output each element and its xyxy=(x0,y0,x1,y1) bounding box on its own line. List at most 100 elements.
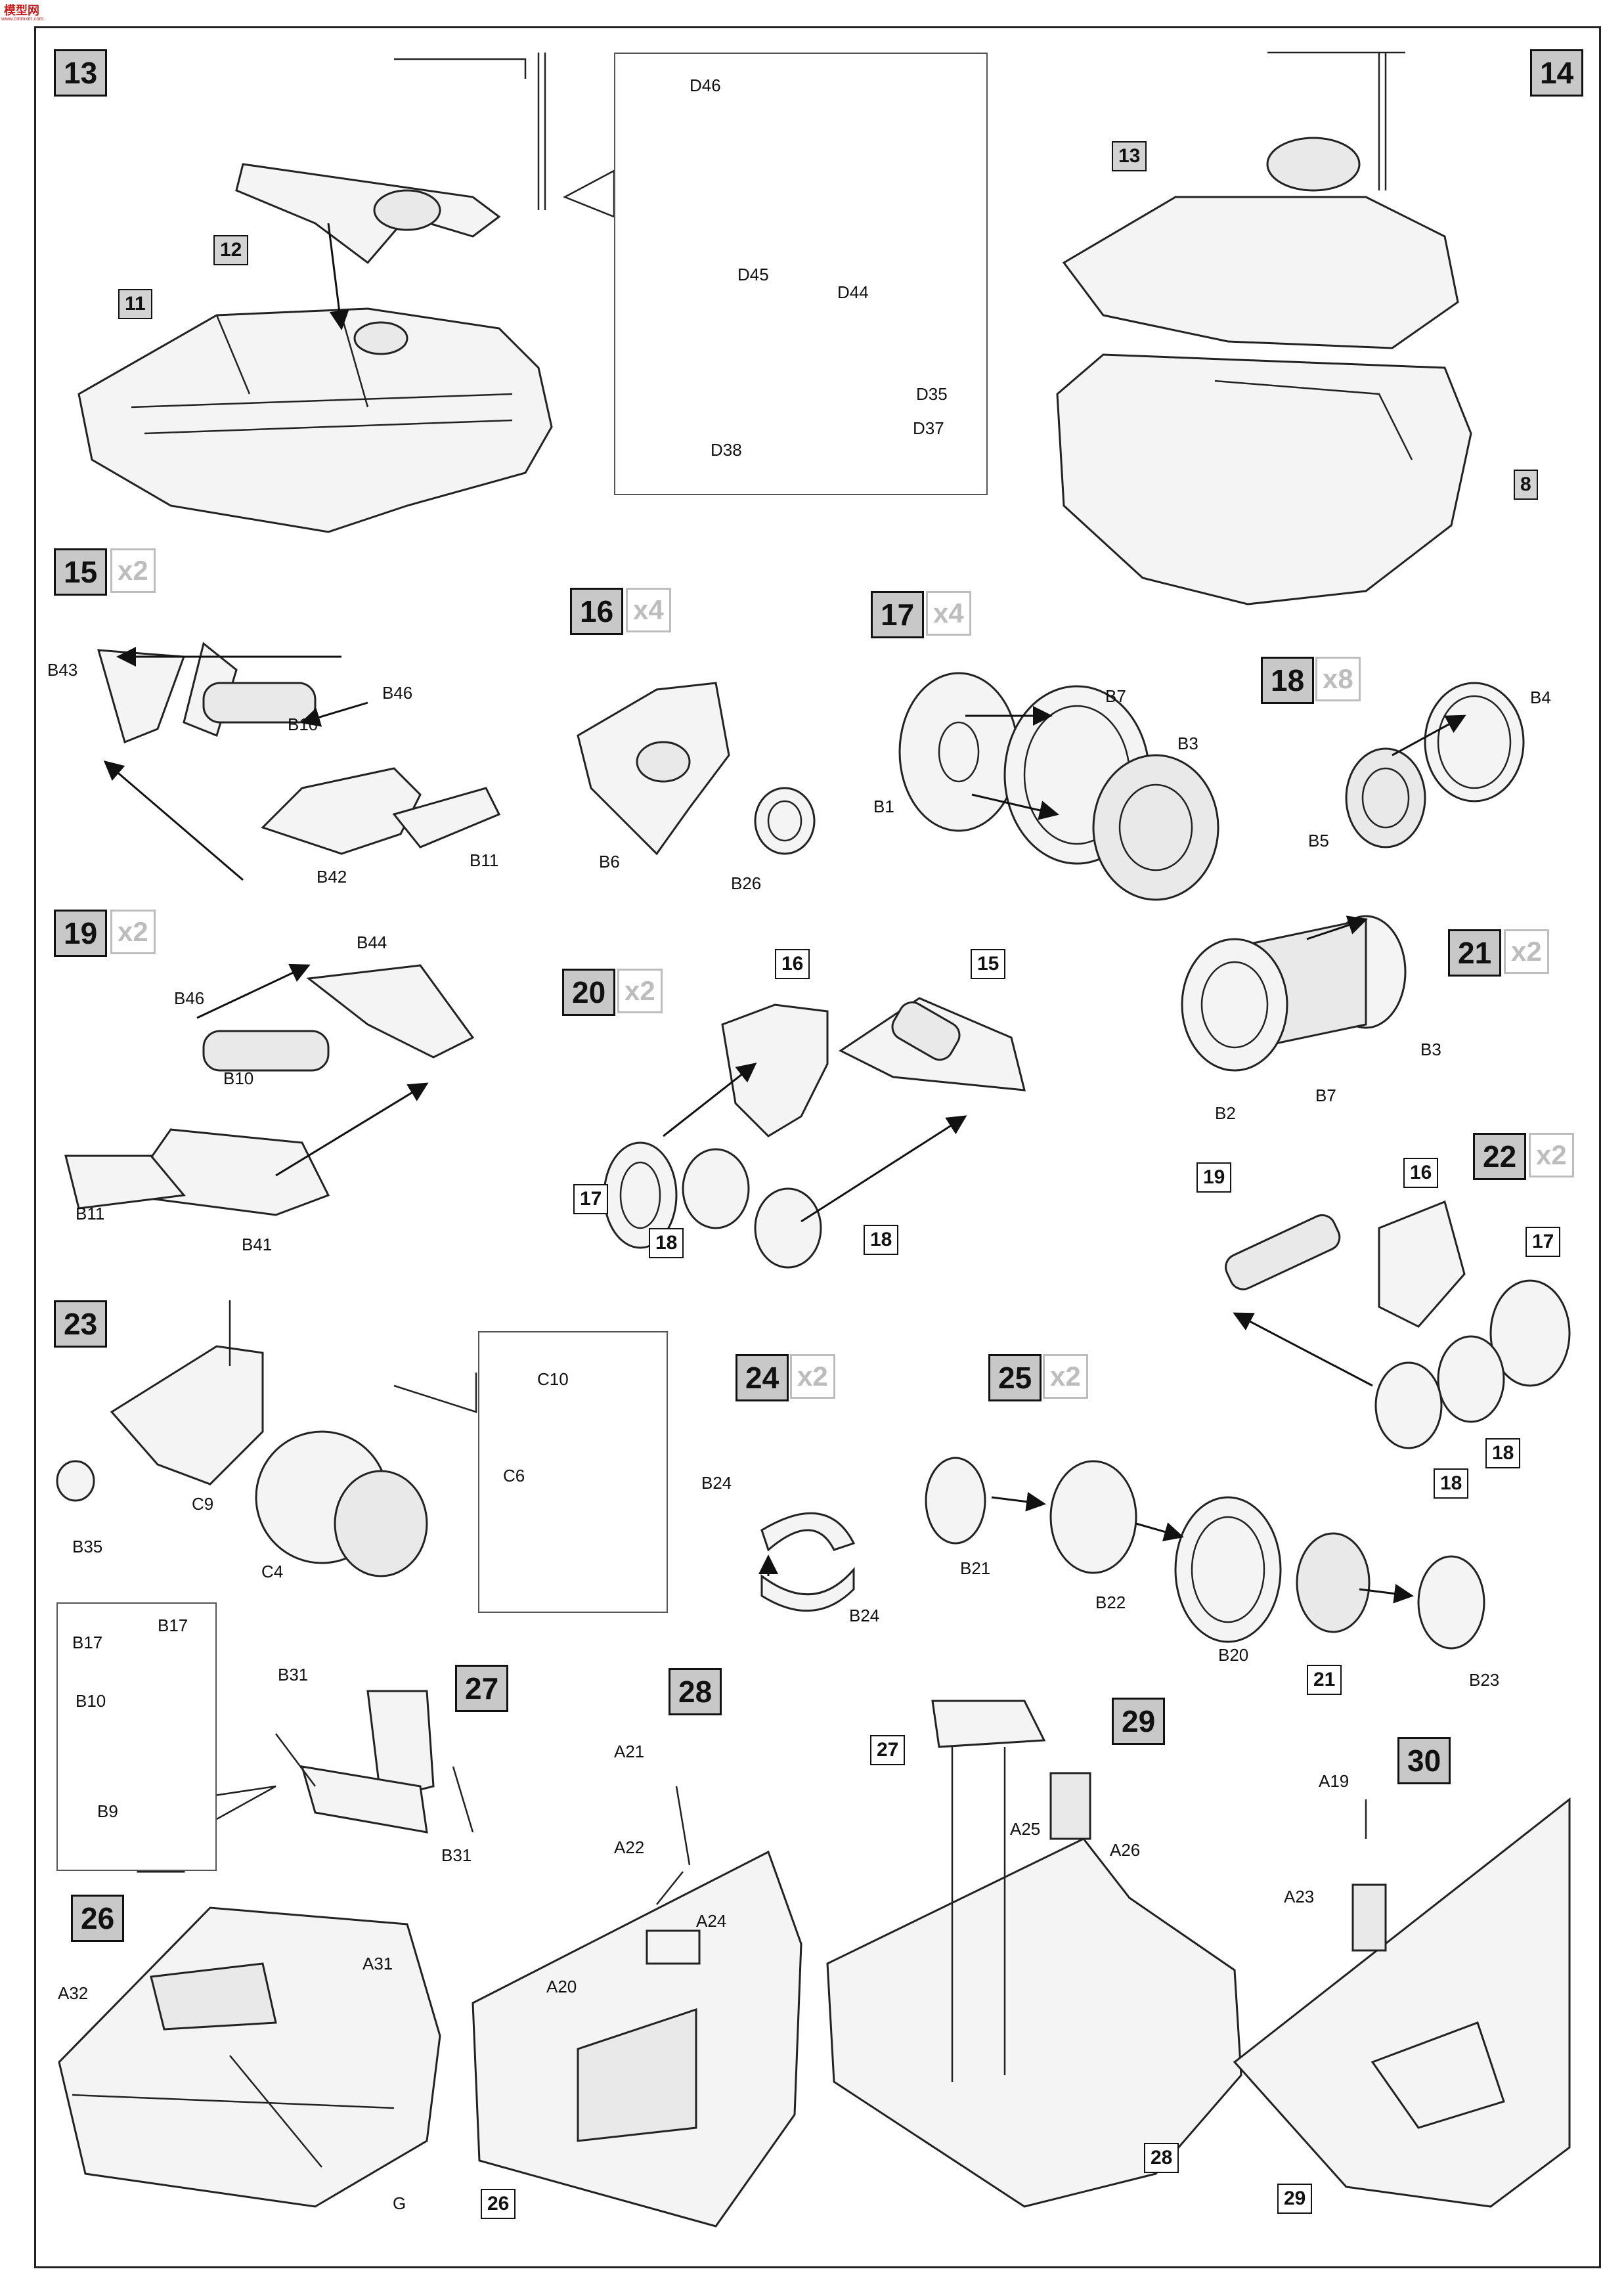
label-A23: A23 xyxy=(1284,1887,1315,1906)
step27-drawing xyxy=(275,1690,474,1834)
step-24-multiplier: x2 xyxy=(790,1354,835,1399)
label-B10: B10 xyxy=(288,715,318,734)
step-17-number: 17 xyxy=(871,591,925,638)
label-C10: C10 xyxy=(537,1369,569,1389)
watermark-subtitle: www.cmmxm.com xyxy=(1,16,44,22)
label-B41: B41 xyxy=(242,1235,273,1254)
step-24-number: 24 xyxy=(735,1354,789,1401)
watermark-title: 模型网 xyxy=(4,4,39,17)
label-C4: C4 xyxy=(261,1562,284,1581)
label-D37: D37 xyxy=(913,418,944,438)
step-21-multiplier: x2 xyxy=(1504,929,1549,974)
label-B7: B7 xyxy=(1105,686,1126,706)
step23-inset-callout xyxy=(393,1373,477,1413)
step-25-number: 25 xyxy=(988,1354,1042,1401)
ref-18-b: 18 xyxy=(864,1225,899,1255)
label-B21: B21 xyxy=(960,1558,991,1578)
step28-drawing xyxy=(472,1786,802,2228)
step25-drawing xyxy=(925,1457,1485,1650)
step30-drawing xyxy=(1233,1797,1571,2208)
step-17-multiplier: x4 xyxy=(926,591,971,636)
step19-drawing xyxy=(64,963,475,1216)
step-27-number: 27 xyxy=(455,1665,509,1712)
ref-18-b: 18 xyxy=(1434,1468,1469,1499)
label-B43: B43 xyxy=(47,660,78,680)
ref-18-a: 18 xyxy=(1485,1438,1521,1468)
ref-16: 16 xyxy=(775,949,810,979)
ref-15: 15 xyxy=(971,949,1006,979)
step-23-number: 23 xyxy=(54,1300,108,1348)
label-A22: A22 xyxy=(614,1837,645,1857)
watermark-logo: 模型网 www.cmmxm.com xyxy=(0,0,44,22)
step13-drawing xyxy=(77,53,553,533)
ref-13: 13 xyxy=(1112,141,1147,171)
step-30-number: 30 xyxy=(1397,1737,1451,1784)
ref-27: 27 xyxy=(870,1735,906,1765)
label-B31-a: B31 xyxy=(278,1665,309,1684)
label-B42: B42 xyxy=(317,867,347,887)
label-B23: B23 xyxy=(1469,1670,1500,1690)
label-B20: B20 xyxy=(1218,1645,1249,1665)
step26-inset-callout xyxy=(209,1785,276,1820)
step18-drawing xyxy=(1345,682,1525,848)
label-B3: B3 xyxy=(1420,1040,1441,1059)
label-A26: A26 xyxy=(1110,1840,1141,1860)
label-B22: B22 xyxy=(1095,1593,1126,1612)
label-B1: B1 xyxy=(873,797,894,816)
label-A25: A25 xyxy=(1010,1819,1041,1839)
label-B11: B11 xyxy=(76,1204,105,1223)
step-22-number: 22 xyxy=(1473,1133,1527,1180)
instruction-sheet-frame xyxy=(34,26,1601,2268)
label-B4: B4 xyxy=(1530,688,1551,707)
label-B11: B11 xyxy=(470,850,499,870)
step15-drawing xyxy=(97,642,501,881)
step26-inset-box xyxy=(56,1602,217,1871)
label-B24-b: B24 xyxy=(849,1606,880,1625)
label-B7: B7 xyxy=(1315,1086,1336,1105)
step-20-number: 20 xyxy=(562,969,616,1016)
step24-drawing xyxy=(758,1512,856,1612)
label-D44: D44 xyxy=(837,282,869,302)
step-29-number: 29 xyxy=(1112,1698,1166,1745)
label-C6: C6 xyxy=(503,1466,525,1485)
step-20-multiplier: x2 xyxy=(617,969,663,1013)
step-16-number: 16 xyxy=(570,588,624,635)
step-19-number: 19 xyxy=(54,910,108,957)
label-B10: B10 xyxy=(76,1691,106,1711)
label-D45: D45 xyxy=(737,265,769,284)
ref-29: 29 xyxy=(1277,2184,1313,2214)
label-C9: C9 xyxy=(192,1494,214,1514)
ref-12: 12 xyxy=(213,235,249,265)
ref-19: 19 xyxy=(1196,1162,1232,1193)
label-B10: B10 xyxy=(223,1068,254,1088)
step23-drawing xyxy=(56,1300,428,1577)
step16-drawing xyxy=(577,682,816,856)
step-16-multiplier: x4 xyxy=(626,588,671,632)
label-D35: D35 xyxy=(916,384,948,404)
label-B24-a: B24 xyxy=(701,1473,732,1493)
ref-16: 16 xyxy=(1403,1158,1439,1188)
label-B26: B26 xyxy=(731,873,762,893)
step13-inset-callout xyxy=(563,169,615,218)
step-26-number: 26 xyxy=(71,1895,125,1942)
ref-11: 11 xyxy=(118,289,152,319)
label-B3: B3 xyxy=(1177,734,1198,753)
step20-drawing xyxy=(603,997,1026,1269)
label-D38: D38 xyxy=(711,440,742,460)
step-28-number: 28 xyxy=(669,1668,722,1715)
step-22-multiplier: x2 xyxy=(1529,1133,1574,1177)
step23-inset-box xyxy=(478,1331,668,1613)
step-15-number: 15 xyxy=(54,548,108,596)
ref-17: 17 xyxy=(1525,1227,1561,1257)
label-A32: A32 xyxy=(58,1983,89,2003)
step14-drawing xyxy=(1056,51,1472,605)
step-19-multiplier: x2 xyxy=(110,910,156,954)
label-B46: B46 xyxy=(382,683,413,703)
label-B31-b: B31 xyxy=(441,1845,472,1865)
step-18-number: 18 xyxy=(1261,657,1315,704)
ref-26: 26 xyxy=(481,2189,516,2219)
step-15-multiplier: x2 xyxy=(110,548,156,593)
step-21-number: 21 xyxy=(1448,929,1502,977)
label-B17-a: B17 xyxy=(158,1616,188,1635)
step22-drawing xyxy=(1225,1200,1571,1449)
